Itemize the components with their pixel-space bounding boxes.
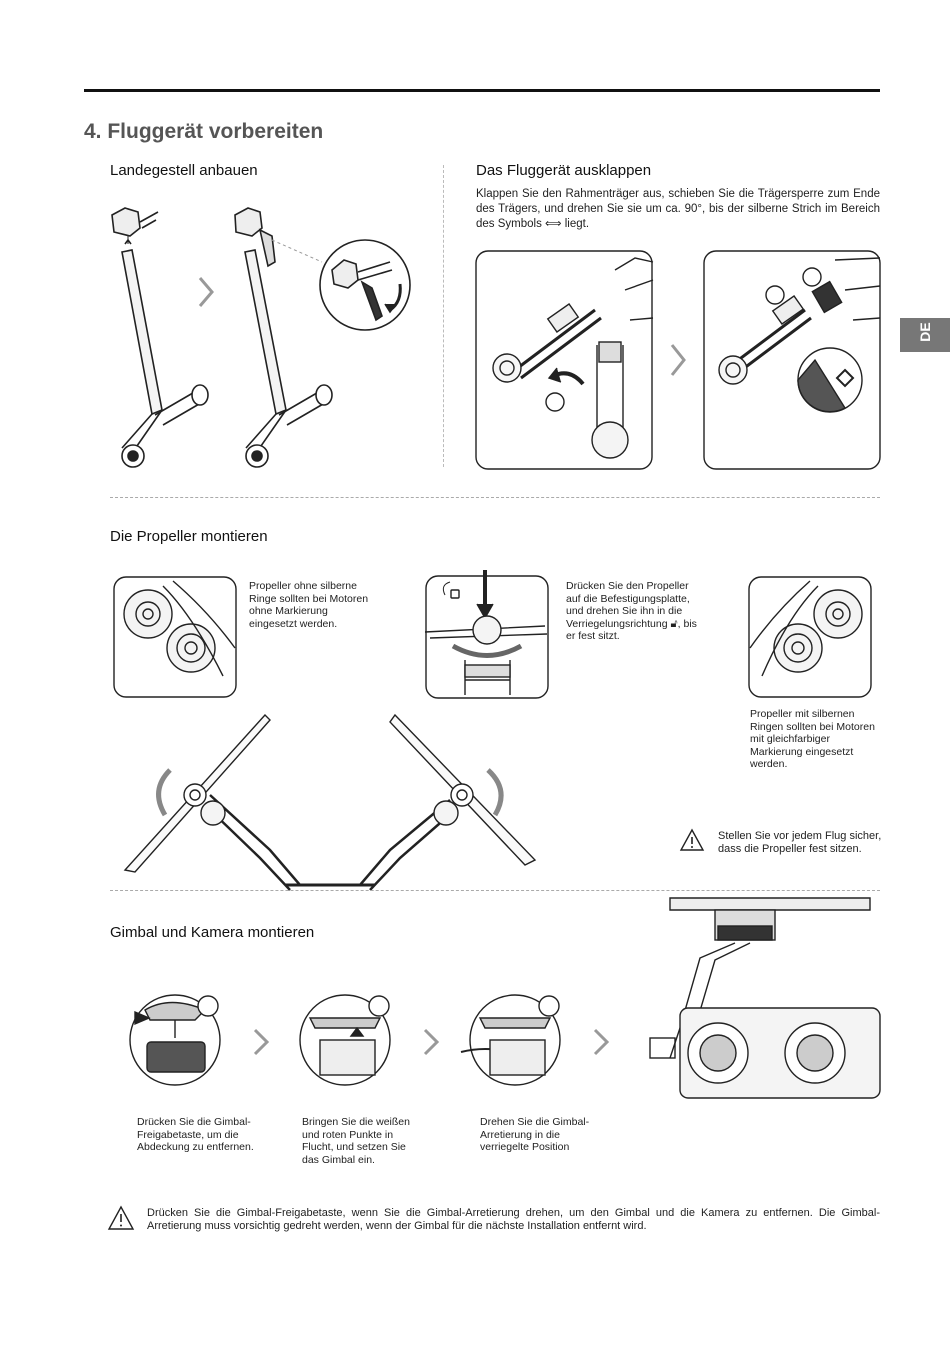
propeller-warning: Stellen Sie vor jedem Flug sicher, dass … [718,830,882,855]
unfold-instructions: Klappen Sie den Rahmenträger aus, schieb… [476,187,880,232]
gimbal-steps-illustration [129,994,610,1086]
gimbal-step-3 [538,995,560,1017]
unfold-illustration [475,250,881,470]
section-divider-1 [110,497,880,498]
gimbal-step-1 [197,995,219,1017]
gimbal-warning: Drücken Sie die Gimbal-Freigabetaste, we… [147,1207,880,1232]
language-tab-label: DE [917,322,933,342]
gimbal-step-2 [368,995,390,1017]
note-press: Drücken Sie den Propeller auf die Befest… [566,580,706,643]
gimbal-step1-text: Drücken Sie die Gimbal-Freigabetaste, um… [137,1116,254,1153]
section-divider-2 [110,890,880,891]
gimbal-step3-text: Drehen Sie die Gimbal-Arretierung in die… [480,1116,590,1153]
lock-icon: 🔓︎ [670,617,678,630]
gimbal-step2-text: Bringen Sie die weißen und roten Punkte … [302,1116,410,1166]
note-press-text: Drücken Sie den Propeller auf die Befest… [566,580,690,630]
propeller-with-rings-illustration [748,576,872,698]
unfold-step-3 [802,267,822,287]
unfold-text: Klappen Sie den Rahmenträger aus, schieb… [476,188,880,230]
unfold-title: Das Fluggerät ausklappen [476,162,652,179]
gimbal-camera-illustration [649,897,881,1099]
propeller-arms-illustration [123,713,537,891]
unfold-step-1 [545,392,565,412]
propeller-press-illustration [424,570,549,699]
warning-icon [679,828,705,851]
chapter-title: 4. Fluggerät vorbereiten [84,120,324,143]
propeller-no-rings-illustration [113,576,237,698]
note-press-end: , bis er fest sitzt. [566,617,697,643]
propellers-title: Die Propeller montieren [110,528,268,545]
top-rule [84,89,880,92]
landing-gear-illustration [111,207,411,468]
double-arrow-icon: ⟺ [545,218,562,230]
landing-gear-title: Landegestell anbauen [110,162,258,179]
unfold-text-end: liegt. [564,218,590,230]
note-with-rings: Propeller mit silbernen Ringen sollten b… [750,708,875,770]
gimbal-title: Gimbal und Kamera montieren [110,924,315,941]
note-no-rings: Propeller ohne silberne Ringe sollten be… [249,580,369,630]
vertical-divider [443,165,444,467]
unfold-step-2 [765,285,785,305]
warning-icon [107,1205,135,1230]
language-tab: DE [900,318,950,352]
